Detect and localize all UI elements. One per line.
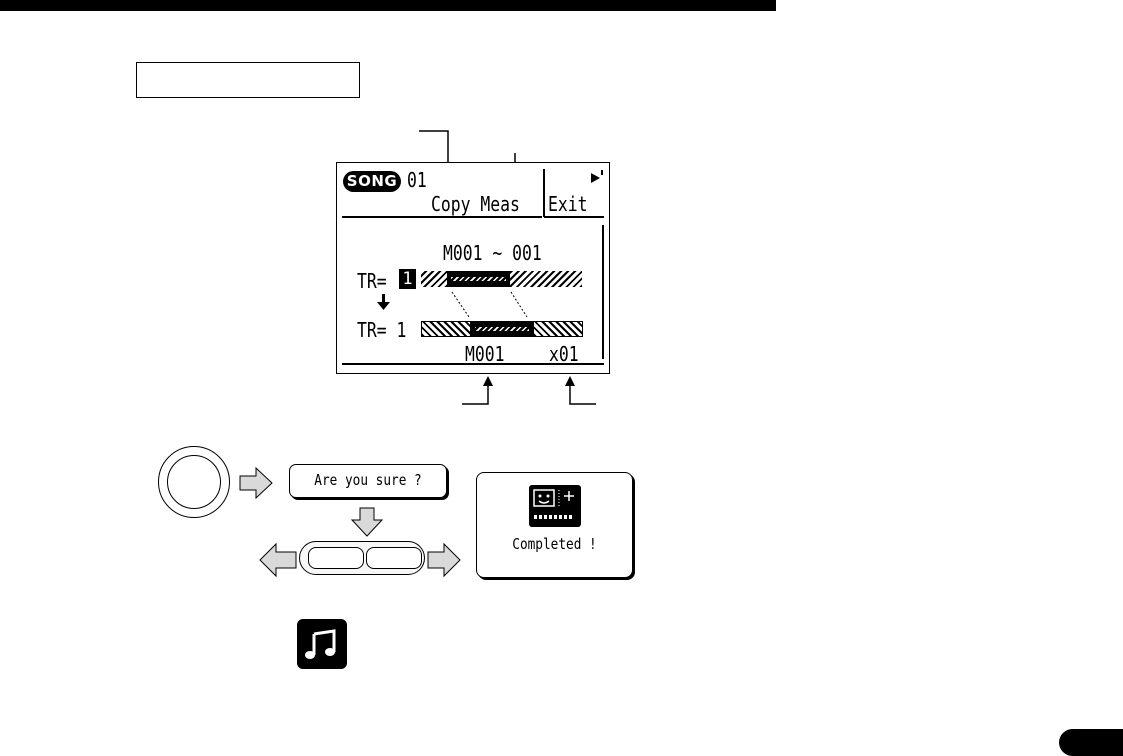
callout-arrowhead-dest: [483, 376, 493, 386]
title-underline: [342, 216, 542, 218]
copy-guide-lines: [451, 291, 528, 318]
enter-button[interactable]: [158, 446, 230, 518]
dest-measure-field[interactable]: M001: [465, 342, 505, 366]
source-bar-before: [421, 271, 447, 287]
function-title: Copy Meas: [431, 192, 520, 216]
completed-dialog: Completed !: [476, 472, 633, 578]
no-button[interactable]: [308, 547, 364, 569]
yes-button[interactable]: [366, 547, 422, 569]
arrow-right-icon: [239, 466, 273, 500]
exit-button[interactable]: Exit: [548, 192, 588, 216]
music-note-icon: [297, 619, 347, 669]
arrow-right-yes-icon: [427, 542, 461, 578]
completed-text: Completed !: [512, 535, 597, 553]
exit-divider: [543, 169, 545, 217]
lcd-screen: SONG 01 Copy Meas Exit M001 ~ 001 TR= 1 …: [336, 162, 610, 374]
dest-track-label[interactable]: TR= 1: [357, 318, 407, 342]
measure-range: M001 ~ 001: [443, 241, 542, 265]
song-mode-badge: SONG: [343, 171, 401, 192]
confirm-prompt: Are you sure ?: [289, 464, 447, 498]
dest-bar-after: [533, 321, 583, 337]
source-track-field[interactable]: 1: [399, 269, 416, 289]
dest-bar-selected: [471, 321, 533, 337]
callout-arrowhead-count: [565, 376, 575, 386]
section-label-box: [136, 62, 360, 98]
arrow-left-icon: [259, 542, 297, 578]
no-yes-button-pair: [299, 541, 425, 575]
disk-icon: [529, 485, 581, 527]
source-track-label: TR=: [357, 269, 387, 293]
arrow-down-icon: [350, 507, 384, 537]
callout-line-count: [569, 383, 596, 405]
callout-line-dest: [462, 383, 489, 405]
song-number: 01: [407, 168, 427, 192]
page-number-badge: [1059, 729, 1123, 756]
header-rule: [0, 0, 776, 11]
copy-down-arrow-icon: [377, 294, 390, 310]
bottom-underline: [342, 363, 604, 365]
scroll-marker-icon: [591, 170, 603, 183]
source-bar-after: [510, 271, 582, 287]
exit-underline: [544, 216, 604, 218]
scrollbar-track[interactable]: [602, 225, 604, 359]
confirm-prompt-text: Are you sure ?: [314, 471, 422, 489]
dest-bar-before: [421, 321, 471, 337]
source-bar-selected: [447, 271, 510, 287]
copy-count-field[interactable]: x01: [549, 342, 579, 366]
enter-button-face[interactable]: [167, 455, 221, 509]
